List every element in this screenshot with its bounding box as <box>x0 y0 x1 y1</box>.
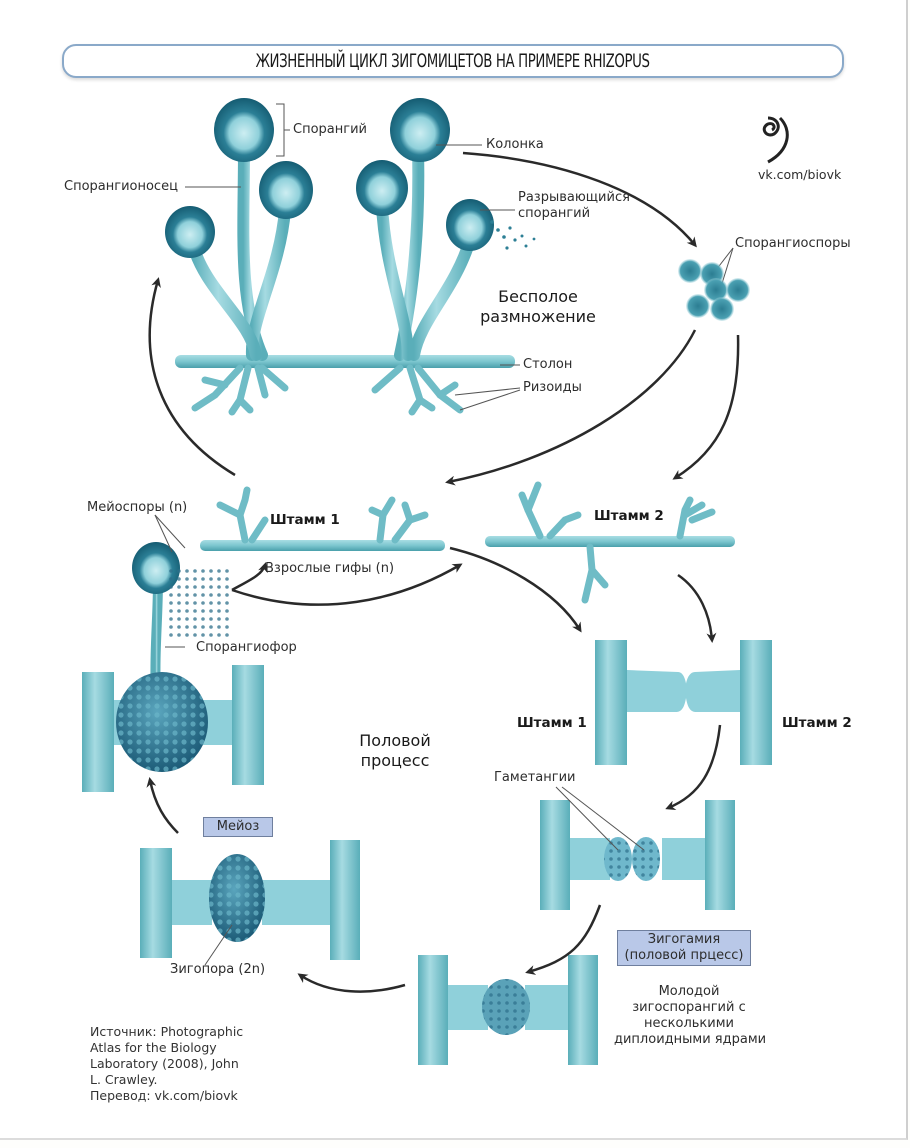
label-strain1-conjugation: Штамм 1 <box>517 715 587 731</box>
label-columella: Колонка <box>486 137 544 152</box>
cycle-arrows <box>146 151 740 993</box>
arrow-meiospores-to-strain1 <box>231 562 268 592</box>
arrow-strain2-to-conjugation <box>677 573 717 643</box>
asexual-hyphae-illustration <box>165 98 734 416</box>
sporangiospores-cluster <box>678 259 750 321</box>
label-rhizoids: Ризоиды <box>523 380 582 395</box>
meiosporangium <box>132 514 231 701</box>
meiosis-box: Мейоз <box>203 817 273 837</box>
sporangium <box>165 206 215 258</box>
page-title: ЖИЗНЕННЫЙ ЦИКЛ ЗИГОМИЦЕТОВ НА ПРИМЕРЕ RH… <box>255 50 651 72</box>
arrow-to-young-zygosporangium <box>525 904 602 975</box>
sporangium <box>259 161 313 219</box>
arrow-to-strain1 <box>445 329 697 486</box>
sporangium <box>214 98 274 162</box>
rhizoids-right <box>371 364 464 416</box>
arrow-to-strain2 <box>672 334 740 480</box>
zygogamy-box: Зигогамия (половой прцесс) <box>617 930 751 966</box>
label-meiospores: Мейоспоры (n) <box>87 500 188 515</box>
label-rupturing-sporangium-1: Разрывающийся <box>518 190 630 205</box>
arrow-to-germination <box>146 777 179 834</box>
sporangiophore-3 <box>187 239 262 361</box>
label-strain1: Штамм 1 <box>270 512 340 528</box>
rhizoids-left <box>191 364 289 416</box>
label-sporangiophore-top: Спорангионосец <box>64 179 178 194</box>
label-stolon: Столон <box>523 357 573 372</box>
label-rupturing-sporangium-2: спорангий <box>518 206 591 221</box>
zygospore-stage <box>140 840 360 966</box>
label-sporangiophore-bottom: Спорангиофор <box>196 640 297 655</box>
arrow-to-sporangiophores <box>148 277 236 477</box>
young-zygosporangium-line-1: Молодой <box>658 984 720 999</box>
strain2-hypha <box>485 481 735 604</box>
title-bar: ЖИЗНЕННЫЙ ЦИКЛ ЗИГОМИЦЕТОВ НА ПРИМЕРЕ RH… <box>62 44 844 78</box>
sporangium <box>356 160 408 216</box>
arrow-meiospores-to-strain2 <box>231 563 463 606</box>
label-young-zygosporangium: Молодой зигоспорангий с несколькими дипл… <box>614 984 767 1048</box>
spiral-icon <box>762 116 789 164</box>
sporangiophore-5 <box>376 199 414 361</box>
arrow-to-sporangiospores <box>462 151 697 248</box>
label-sporangiospores: Спорангиоспоры <box>735 236 851 251</box>
arrow-to-zygospore <box>297 973 406 993</box>
label-strain2: Штамм 2 <box>594 508 664 524</box>
young-zygosporangium-line-3: несколькими <box>644 1016 734 1031</box>
zygogamy-line-1: Зигогамия <box>647 932 721 947</box>
logo-url: vk.com/biovk <box>758 167 842 182</box>
stolon <box>175 355 515 368</box>
zygogamy-line-2: (половой прцесс) <box>624 948 744 963</box>
label-sporangium: Спорангий <box>293 122 367 137</box>
sporangium-bracket <box>276 103 290 157</box>
young-zygosporangium-line-4: диплоидными ядрами <box>614 1032 767 1047</box>
arrow-to-gametangia <box>665 724 722 810</box>
label-mature-hyphae: Взрослые гифы (n) <box>265 561 395 576</box>
young-zygosporangium-stage <box>418 955 598 1065</box>
conjugation-stage-2-gametangia <box>540 786 735 910</box>
released-spores <box>490 220 536 250</box>
arrow-strain1-to-conjugation <box>449 546 582 633</box>
sporangiophore-6 <box>408 234 476 361</box>
strain1-hypha <box>200 486 445 551</box>
rupturing-sporangium <box>446 199 494 251</box>
sporangiophore-2 <box>245 204 291 361</box>
source-citation: Источник: Photographic Atlas for the Bio… <box>90 1024 244 1103</box>
germinating-zygospore-stage <box>82 665 264 792</box>
label-gametangia: Гаметангии <box>494 770 576 785</box>
label-zygospore: Зигопора (2n) <box>170 962 266 977</box>
young-zygosporangium-line-2: зигоспорангий с <box>632 1000 746 1015</box>
meiospores-cloud <box>165 565 231 637</box>
sporangium <box>390 98 450 162</box>
label-strain2-conjugation: Штамм 2 <box>782 715 852 731</box>
conjugation-stage-1 <box>595 640 772 765</box>
